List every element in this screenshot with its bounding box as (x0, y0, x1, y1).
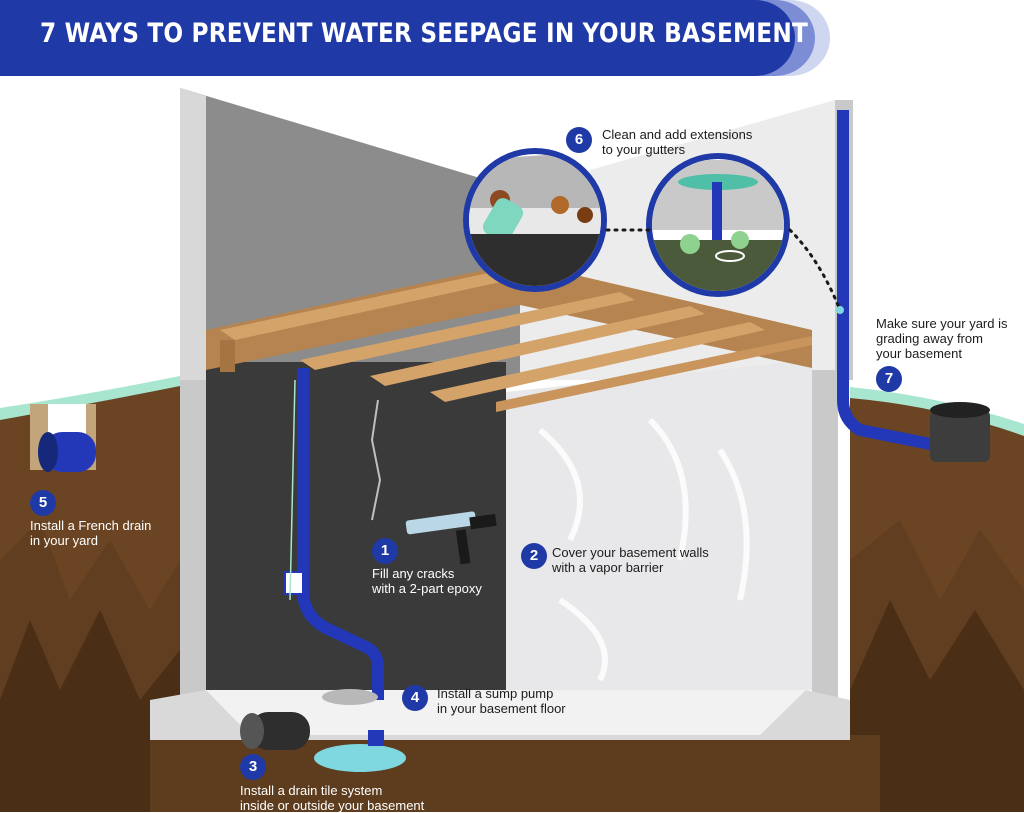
step-6-label: Clean and add extensions to your gutters (602, 127, 752, 157)
step-7-label: Make sure your yard is grading away from… (876, 316, 1008, 361)
step-5-line-1: Install a French drain (30, 518, 152, 533)
title-banner: 7 WAYS TO PREVENT WATER SEEPAGE IN YOUR … (0, 0, 1024, 78)
page-title: 7 WAYS TO PREVENT WATER SEEPAGE IN YOUR … (40, 18, 808, 49)
connector-lines (605, 228, 844, 314)
step-3-line-1: Install a drain tile system (240, 783, 383, 798)
step-3-badge: 3 (240, 754, 266, 780)
step-3-label: Install a drain tile system inside or ou… (240, 783, 424, 813)
pipes (284, 110, 990, 700)
ceiling-joists (206, 262, 812, 412)
step-2-line-2: with a vapor barrier (552, 560, 664, 575)
step-4-badge: 4 (402, 685, 428, 711)
title-banner-shape (0, 0, 830, 76)
step-7-badge: 7 (876, 366, 902, 392)
step-6-badge: 6 (566, 127, 592, 153)
step-2-label: Cover your basement walls with a vapor b… (552, 545, 709, 575)
step-1-line-1: Fill any cracks (372, 566, 455, 581)
step-7-line-3: your basement (876, 346, 962, 361)
step-1-label: Fill any cracks with a 2-part epoxy (372, 566, 482, 596)
step-6-line-1: Clean and add extensions (602, 127, 753, 142)
step-4-line-2: in your basement floor (437, 701, 566, 716)
step-2-badge: 2 (521, 543, 547, 569)
crack-and-caulk-gun (370, 399, 497, 565)
ground (0, 376, 1024, 812)
step-4-label: Install a sump pump in your basement flo… (437, 686, 566, 716)
step-5-badge: 5 (30, 490, 56, 516)
sump-and-drain-tile (240, 689, 406, 772)
step-5-label: Install a French drain in your yard (30, 518, 151, 548)
french-drain (30, 404, 96, 472)
step-2-line-1: Cover your basement walls (552, 545, 709, 560)
step-1-line-2: with a 2-part epoxy (372, 581, 482, 596)
step-5-line-2: in your yard (30, 533, 98, 548)
step-7-line-1: Make sure your yard is (876, 316, 1008, 331)
step-7-line-2: grading away from (876, 331, 983, 346)
step-4-line-1: Install a sump pump (437, 686, 554, 701)
step-1-badge: 1 (372, 538, 398, 564)
step-6-line-2: to your gutters (602, 142, 686, 157)
step-3-line-2: inside or outside your basement (240, 798, 425, 813)
